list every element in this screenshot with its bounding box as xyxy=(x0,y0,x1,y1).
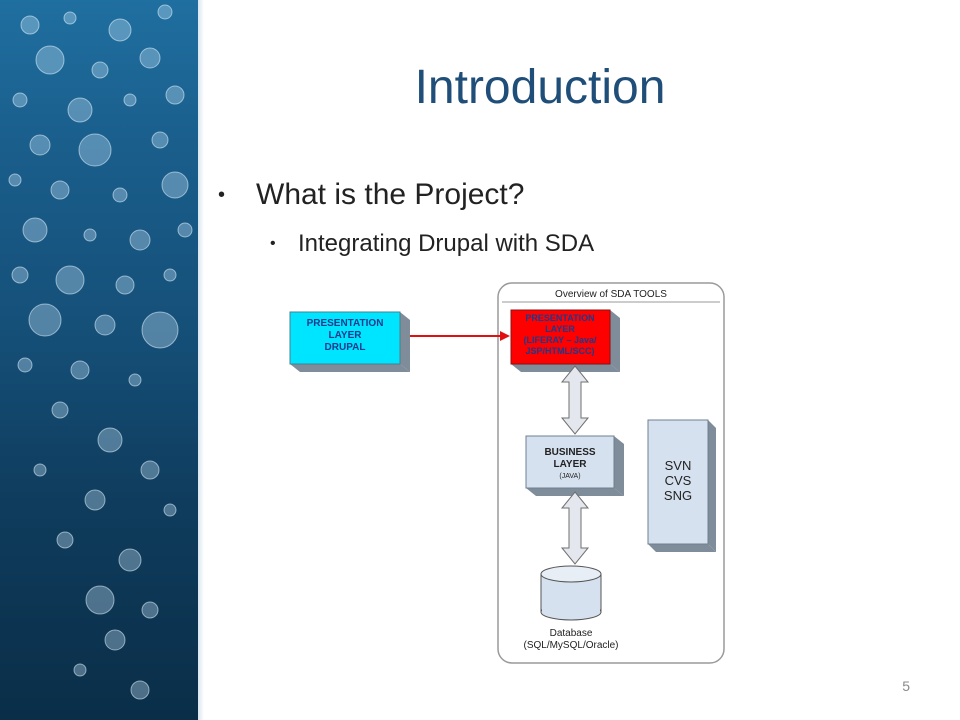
liferay-box-line-1: PRESENTATION xyxy=(525,313,594,323)
drupal-box-bottom xyxy=(290,364,410,372)
database-icon xyxy=(540,565,602,621)
drupal-box xyxy=(289,311,401,365)
database-sub: (SQL/MySQL/Oracle) xyxy=(523,640,618,651)
liferay-business-double-arrow xyxy=(560,365,590,435)
bullet-dot: • xyxy=(218,183,226,206)
page-number: 5 xyxy=(902,678,910,694)
arrow-head xyxy=(500,331,510,341)
panel-edge xyxy=(198,0,204,720)
bullet-level-2: • Integrating Drupal with SDA xyxy=(270,230,594,258)
liferay-box-line-2: LAYER xyxy=(545,324,575,334)
vcs-box-bottom xyxy=(648,544,716,552)
bullet-dot: • xyxy=(270,235,276,252)
vcs-box-line-1: SVN xyxy=(665,458,692,473)
vcs-box-side xyxy=(708,420,716,552)
vcs-box xyxy=(647,419,709,545)
frame-title: Overview of SDA TOOLS xyxy=(555,289,667,300)
business-box-line-1: BUSINESS xyxy=(544,447,595,458)
decorative-water-panel xyxy=(0,0,204,720)
liferay-box xyxy=(510,309,611,365)
drupal-box-line-2: LAYER xyxy=(329,330,363,341)
business-box-side xyxy=(614,436,624,496)
architecture-diagram: Overview of SDA TOOLS PRESENTATION LAYER… xyxy=(289,282,725,664)
vcs-box-line-2: CVS xyxy=(665,473,692,488)
vcs-box-line-3: SNG xyxy=(664,488,692,503)
business-box-sub: (JAVA) xyxy=(559,473,580,480)
liferay-box-line-4: JSP/HTML/SCC) xyxy=(525,346,594,356)
drupal-box-side xyxy=(400,312,410,372)
business-box-line-2: LAYER xyxy=(554,459,588,470)
drupal-box-line-3: DRUPAL xyxy=(325,342,366,353)
water-bubbles-image xyxy=(8,4,193,700)
liferay-box-bottom xyxy=(511,364,620,372)
liferay-box-line-3: (LIFERAY – Java/ xyxy=(523,335,597,345)
bullet-level-1: • What is the Project? xyxy=(218,178,524,212)
drupal-box-line-1: PRESENTATION xyxy=(307,318,384,329)
business-database-double-arrow xyxy=(560,491,590,565)
bullet-text: Integrating Drupal with SDA xyxy=(298,230,595,257)
bullet-text: What is the Project? xyxy=(256,178,525,211)
business-box xyxy=(525,435,615,489)
database-label: Database xyxy=(550,628,593,639)
liferay-box-side xyxy=(610,310,620,372)
slide-title: Introduction xyxy=(414,61,666,114)
